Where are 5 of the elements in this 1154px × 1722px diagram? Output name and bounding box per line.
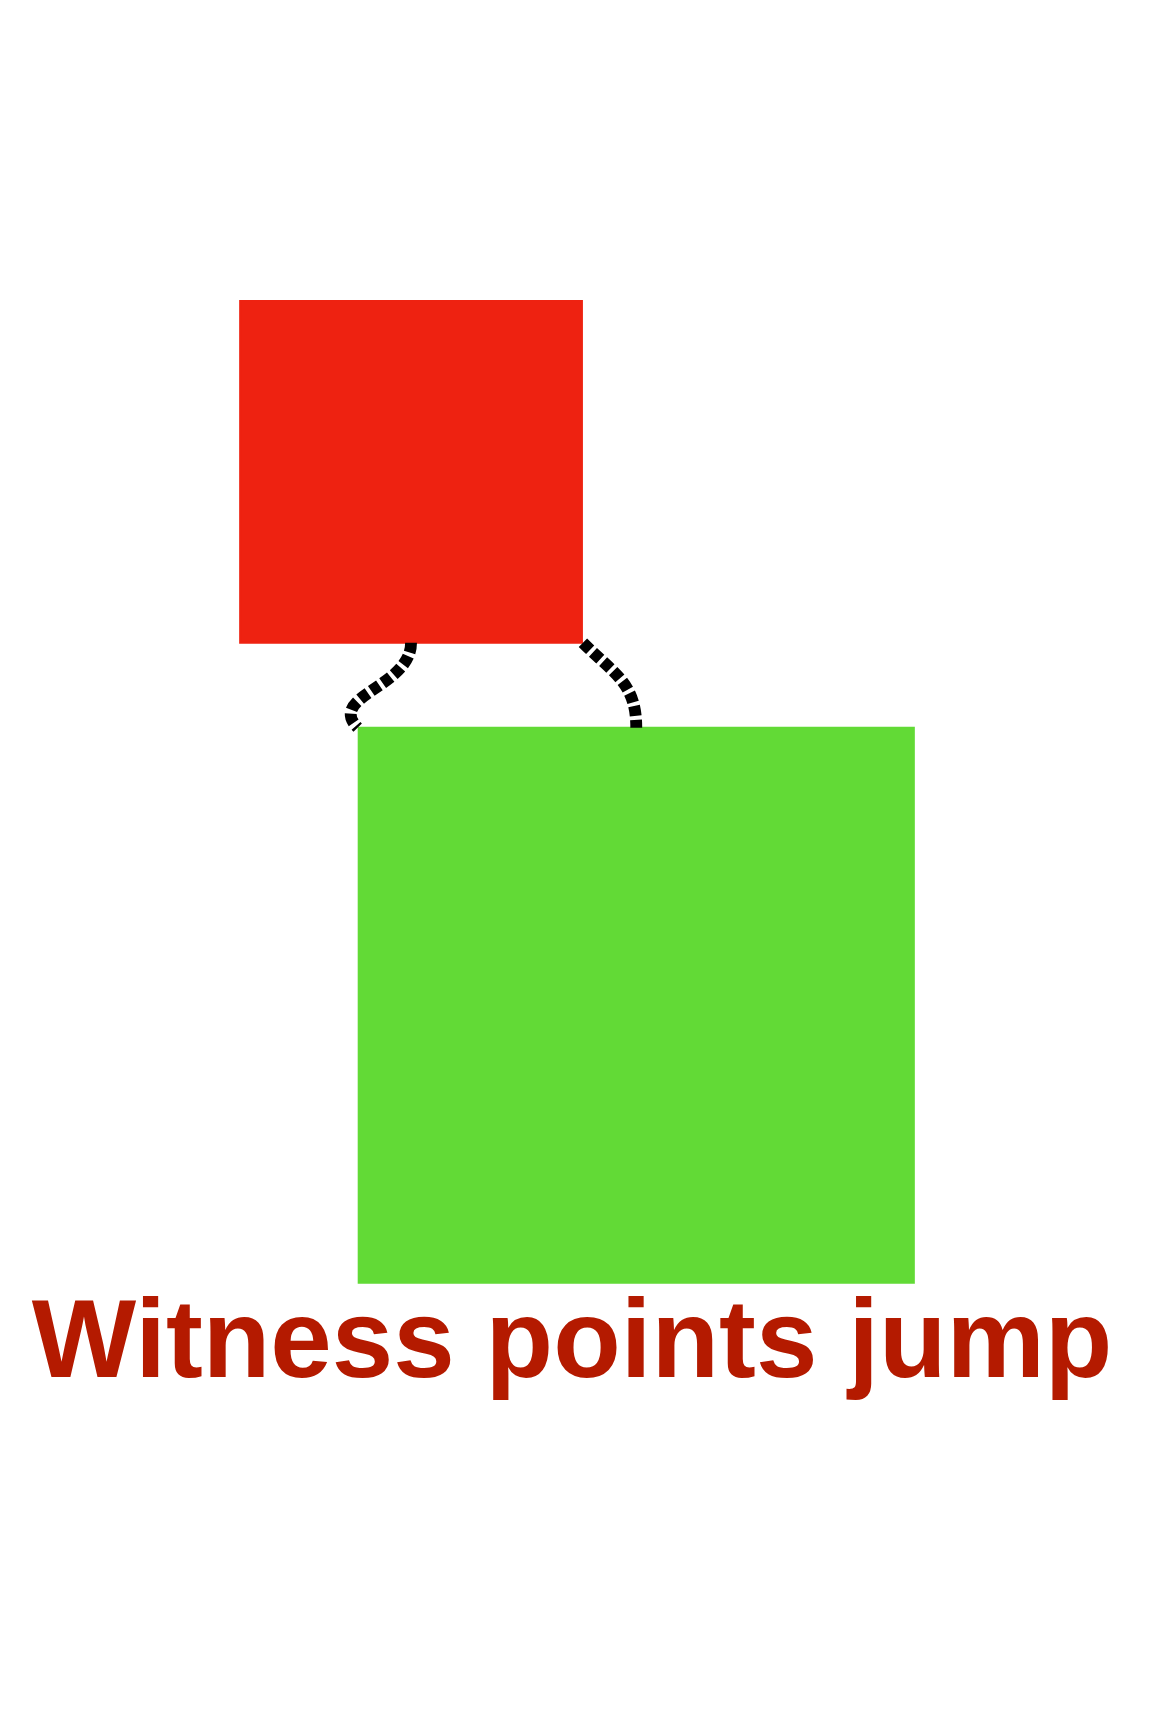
node-box [239,299,583,644]
diagram-title: Witness points jump [31,1277,1113,1401]
connector [345,641,417,732]
connector [578,638,643,728]
node-box [357,726,915,1284]
